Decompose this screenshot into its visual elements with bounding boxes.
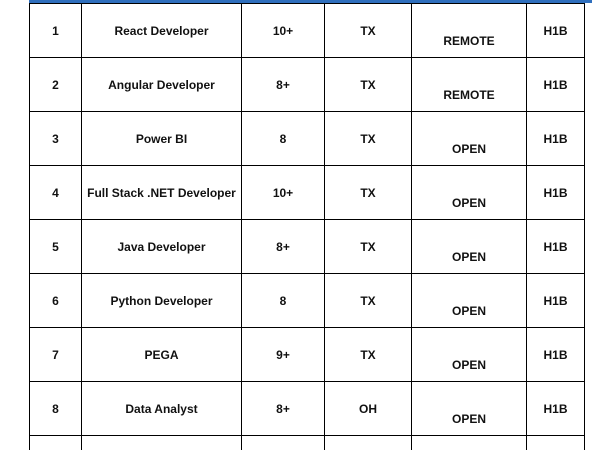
table-row: 2 Angular Developer 8+ TX REMOTE H1B: [29, 57, 585, 112]
experience: 8: [241, 273, 325, 328]
experience: 8+: [241, 57, 325, 112]
location: TX: [324, 219, 412, 274]
work-status: REMOTE: [411, 3, 527, 58]
row-number: 3: [29, 111, 82, 166]
visa: H1B: [526, 165, 585, 220]
table-header-edge: [29, 0, 592, 3]
work-status: REMOTE: [411, 57, 527, 112]
experience: 8: [241, 111, 325, 166]
location: OH: [324, 381, 412, 436]
visa: H1B: [526, 57, 585, 112]
table-row-partial: [29, 435, 585, 450]
work-status: OPEN: [411, 165, 527, 220]
visa: H1B: [526, 3, 585, 58]
work-status: OPEN: [411, 273, 527, 328]
visa: H1B: [526, 273, 585, 328]
location: TX: [324, 111, 412, 166]
location: TX: [324, 165, 412, 220]
table-row: 1 React Developer 10+ TX REMOTE H1B: [29, 3, 585, 58]
job-title: Java Developer: [81, 219, 242, 274]
job-title: PEGA: [81, 327, 242, 382]
job-title: Data Analyst: [81, 381, 242, 436]
experience: 10+: [241, 3, 325, 58]
row-number: 8: [29, 381, 82, 436]
experience: 8+: [241, 219, 325, 274]
visa: H1B: [526, 219, 585, 274]
experience: 9+: [241, 327, 325, 382]
row-number: 1: [29, 3, 82, 58]
row-number: 7: [29, 327, 82, 382]
row-number: 5: [29, 219, 82, 274]
work-status: OPEN: [411, 327, 527, 382]
table-row: 4 Full Stack .NET Developer 10+ TX OPEN …: [29, 165, 585, 220]
table-row: 6 Python Developer 8 TX OPEN H1B: [29, 273, 585, 328]
table-row: 7 PEGA 9+ TX OPEN H1B: [29, 327, 585, 382]
experience: 10+: [241, 165, 325, 220]
job-openings-table: 1 React Developer 10+ TX REMOTE H1B 2 An…: [29, 3, 585, 450]
job-title: React Developer: [81, 3, 242, 58]
experience: 8+: [241, 381, 325, 436]
visa: H1B: [526, 381, 585, 436]
empty-cell: [81, 435, 242, 450]
location: TX: [324, 327, 412, 382]
empty-cell: [526, 435, 585, 450]
empty-cell: [324, 435, 412, 450]
empty-cell: [29, 435, 82, 450]
table-row: 5 Java Developer 8+ TX OPEN H1B: [29, 219, 585, 274]
job-title: Power BI: [81, 111, 242, 166]
visa: H1B: [526, 327, 585, 382]
row-number: 2: [29, 57, 82, 112]
row-number: 6: [29, 273, 82, 328]
empty-cell: [411, 435, 527, 450]
location: TX: [324, 57, 412, 112]
work-status: OPEN: [411, 219, 527, 274]
table-row: 3 Power BI 8 TX OPEN H1B: [29, 111, 585, 166]
row-number: 4: [29, 165, 82, 220]
work-status: OPEN: [411, 111, 527, 166]
location: TX: [324, 273, 412, 328]
job-title: Angular Developer: [81, 57, 242, 112]
empty-cell: [241, 435, 325, 450]
location: TX: [324, 3, 412, 58]
job-title: Python Developer: [81, 273, 242, 328]
job-title: Full Stack .NET Developer: [81, 165, 242, 220]
visa: H1B: [526, 111, 585, 166]
table-row: 8 Data Analyst 8+ OH OPEN H1B: [29, 381, 585, 436]
work-status: OPEN: [411, 381, 527, 436]
